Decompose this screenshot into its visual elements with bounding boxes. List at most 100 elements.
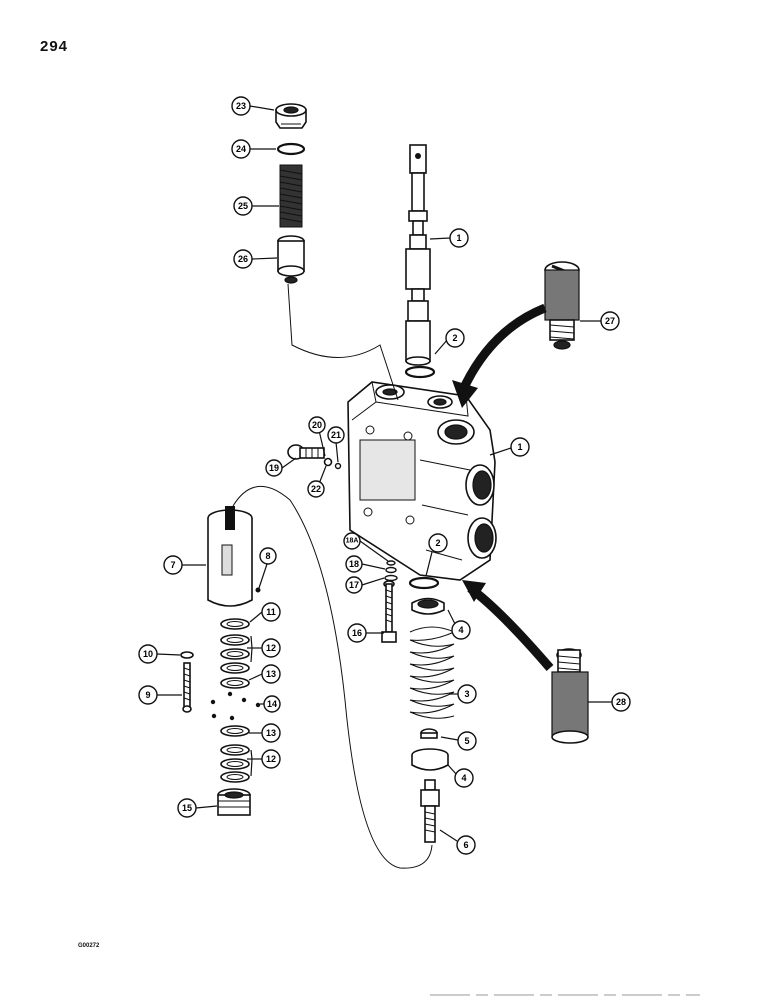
detent-balls-part-14	[210, 691, 261, 721]
svg-text:10: 10	[143, 649, 153, 659]
cap-part-15	[217, 788, 251, 816]
svg-text:23: 23	[236, 101, 246, 111]
svg-text:15: 15	[182, 803, 192, 813]
callout-17: 17	[345, 576, 363, 594]
svg-text:4: 4	[458, 625, 463, 635]
washer-part-5	[420, 728, 438, 739]
svg-text:18A: 18A	[346, 538, 359, 545]
svg-text:27: 27	[605, 316, 615, 326]
bolt-part-6	[420, 779, 440, 843]
svg-text:19: 19	[269, 463, 279, 473]
load-check-parts-19-22	[287, 444, 342, 470]
svg-text:1: 1	[456, 233, 461, 243]
spring-seat-part-4-bottom	[411, 748, 449, 771]
callout-4-top: 4	[451, 620, 471, 640]
svg-text:2: 2	[435, 538, 440, 548]
svg-text:8: 8	[265, 551, 270, 561]
callout-11: 11	[261, 602, 281, 622]
spool-part-1	[405, 144, 431, 366]
callout-24: 24	[231, 139, 251, 159]
arrow-27-to-body	[452, 303, 547, 408]
callout-20: 20	[308, 416, 326, 434]
callout-2-bottom: 2	[428, 533, 448, 553]
arrow-28-to-body	[462, 580, 554, 671]
svg-text:16: 16	[352, 628, 362, 638]
ring-parts-12-13-bottom	[220, 725, 250, 783]
callout-25: 25	[233, 196, 253, 216]
svg-text:11: 11	[266, 607, 276, 617]
callout-2-top: 2	[445, 328, 465, 348]
callout-9: 9	[138, 685, 158, 705]
svg-text:14: 14	[267, 699, 277, 709]
callout-5: 5	[457, 731, 477, 751]
plug-part-23	[275, 103, 307, 129]
ring-parts-11-12-13-top	[220, 618, 250, 689]
svg-text:13: 13	[266, 669, 276, 679]
valve-part-28	[551, 648, 589, 744]
valve-body-part-1	[347, 381, 497, 581]
callout-16: 16	[347, 623, 367, 643]
svg-text:12: 12	[266, 754, 276, 764]
callout-26: 26	[233, 249, 253, 269]
valve-part-27	[544, 261, 580, 350]
svg-text:1: 1	[517, 442, 522, 452]
poppet-part-26	[277, 235, 305, 284]
svg-text:24: 24	[236, 144, 246, 154]
ball-part-8	[255, 587, 261, 593]
callout-12-top: 12	[261, 638, 281, 658]
leader-lines	[156, 105, 612, 842]
o-ring-part-2-top	[404, 365, 436, 379]
callout-18a: 18A	[343, 532, 361, 550]
callout-28: 28	[611, 692, 631, 712]
spring-part-25	[279, 164, 303, 228]
svg-text:6: 6	[463, 840, 468, 850]
svg-text:22: 22	[311, 484, 321, 494]
callout-21: 21	[327, 426, 345, 444]
svg-text:13: 13	[266, 728, 276, 738]
callout-23: 23	[231, 96, 251, 116]
callout-12-bottom: 12	[261, 749, 281, 769]
seal-parts-17-18	[384, 560, 398, 582]
screw-part-9-washer-part-10	[180, 651, 194, 713]
o-ring-part-24	[276, 142, 306, 156]
housing-part-7	[207, 506, 253, 607]
callout-7: 7	[163, 555, 183, 575]
callout-14: 14	[263, 695, 281, 713]
callout-22: 22	[307, 480, 325, 498]
svg-text:3: 3	[464, 689, 469, 699]
spring-part-3	[409, 626, 456, 719]
screw-part-16	[381, 580, 397, 643]
spring-seat-part-4-top	[411, 597, 445, 615]
assembly-lines	[232, 283, 433, 869]
callout-27: 27	[600, 311, 620, 331]
svg-text:2: 2	[452, 333, 457, 343]
svg-text:7: 7	[170, 560, 175, 570]
callout-1-body: 1	[510, 437, 530, 457]
svg-text:26: 26	[238, 254, 248, 264]
svg-text:25: 25	[238, 201, 248, 211]
callout-15: 15	[177, 798, 197, 818]
callout-3: 3	[457, 684, 477, 704]
callout-10: 10	[138, 644, 158, 664]
svg-text:9: 9	[145, 690, 150, 700]
svg-text:12: 12	[266, 643, 276, 653]
svg-text:4: 4	[461, 773, 466, 783]
callout-13-bottom: 13	[261, 723, 281, 743]
callout-18: 18	[345, 555, 363, 573]
figure-code: G00272	[78, 943, 100, 949]
callout-6: 6	[456, 835, 476, 855]
svg-text:21: 21	[331, 430, 341, 440]
o-ring-part-2-bottom	[408, 576, 440, 590]
callout-8: 8	[259, 547, 277, 565]
svg-text:18: 18	[349, 559, 359, 569]
svg-text:20: 20	[312, 420, 322, 430]
callout-19: 19	[265, 459, 283, 477]
svg-text:28: 28	[616, 697, 626, 707]
page-number: 294	[40, 38, 69, 55]
svg-text:5: 5	[464, 736, 469, 746]
svg-text:17: 17	[349, 580, 359, 590]
callout-4-bottom: 4	[454, 768, 474, 788]
callout-1-spool: 1	[449, 228, 469, 248]
callout-13-top: 13	[261, 664, 281, 684]
